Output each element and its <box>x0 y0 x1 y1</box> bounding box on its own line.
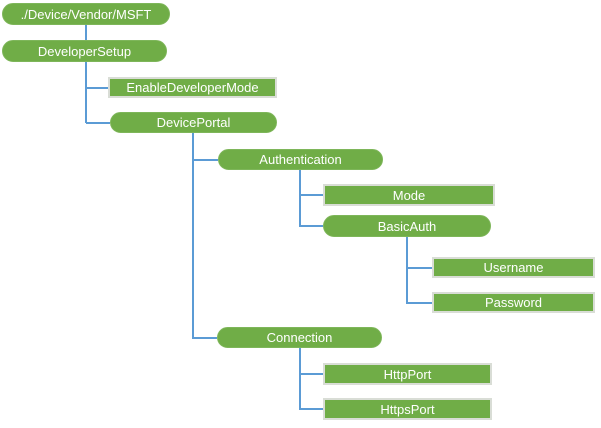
connector-line <box>300 225 323 227</box>
node-root: ./Device/Vendor/MSFT <box>2 3 170 25</box>
connector-line <box>299 348 301 410</box>
node-connection: Connection <box>217 327 382 348</box>
connector-line <box>300 373 323 375</box>
connector-line <box>407 302 432 304</box>
connector-line <box>86 122 110 124</box>
connector-line <box>300 194 323 196</box>
connector-line <box>300 408 323 410</box>
connector-line <box>193 337 217 339</box>
node-enable-developer-mode: EnableDeveloperMode <box>108 77 277 98</box>
node-basic-auth: BasicAuth <box>323 215 491 237</box>
connector-line <box>85 62 87 123</box>
node-http-port: HttpPort <box>323 363 492 385</box>
connector-line <box>299 170 301 227</box>
connector-line <box>407 267 432 269</box>
node-password: Password <box>432 292 595 313</box>
node-device-portal: DevicePortal <box>110 112 277 133</box>
connector-line <box>406 237 408 304</box>
node-authentication: Authentication <box>218 149 383 170</box>
connector-line <box>193 159 218 161</box>
node-https-port: HttpsPort <box>323 398 492 420</box>
node-mode: Mode <box>323 184 495 206</box>
connector-line <box>86 87 108 89</box>
connector-line <box>192 133 194 339</box>
node-username: Username <box>432 257 595 278</box>
node-developer-setup: DeveloperSetup <box>2 40 167 62</box>
connector-line <box>85 25 87 41</box>
